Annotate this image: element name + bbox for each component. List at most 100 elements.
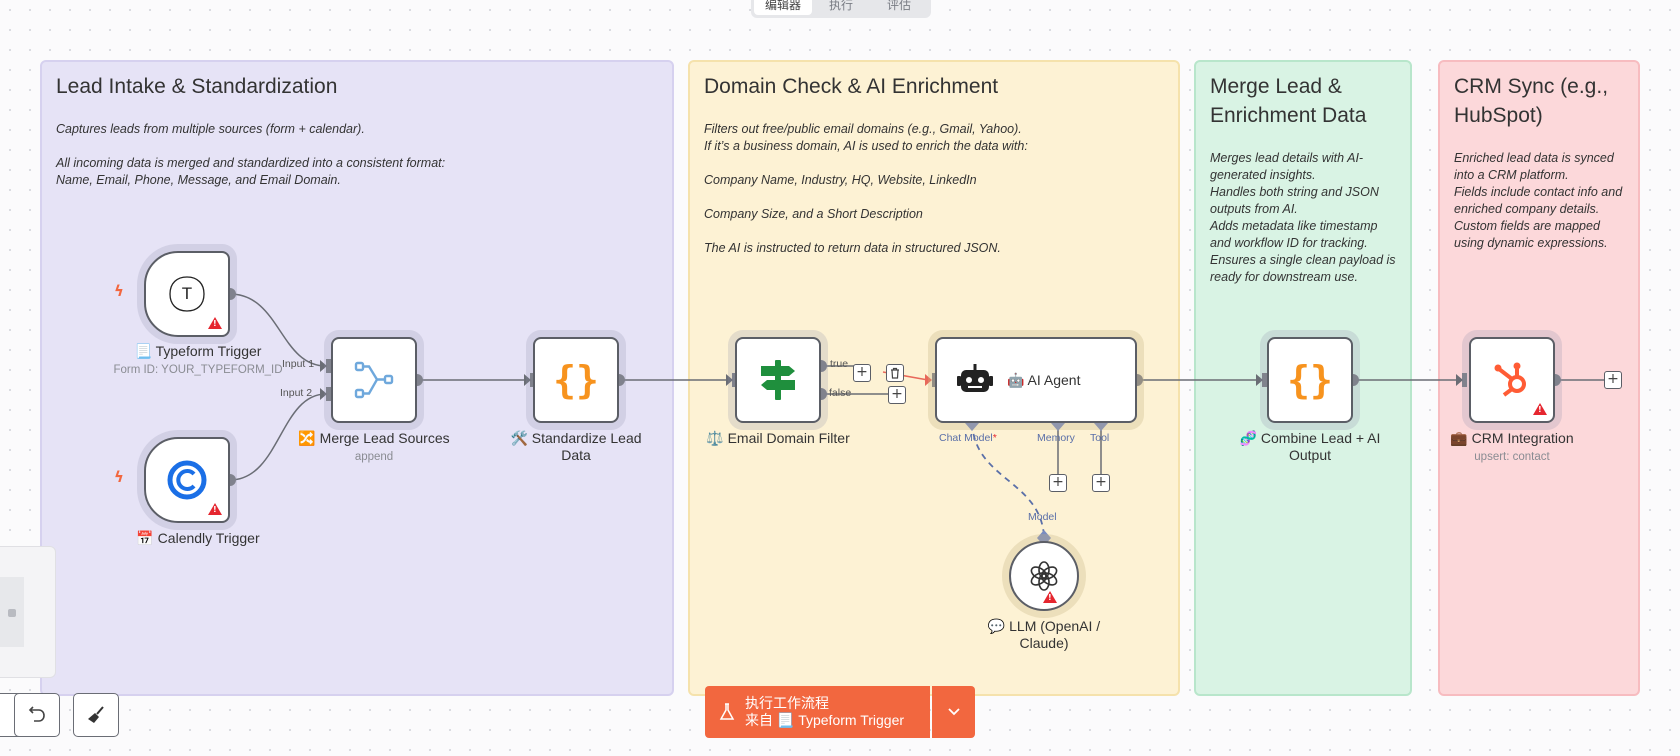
desc-line: Handles both string and JSON outputs fro… [1210,185,1379,216]
input-handle[interactable] [326,387,331,401]
tidy-up-button[interactable] [73,693,119,737]
bolt-icon: ϟ [114,282,124,300]
openai-icon [1030,561,1058,591]
node-label: 🛠️ Standardize Lead Data [510,430,642,463]
port-label-chat-model: Chat Model* [939,432,997,444]
execute-workflow-text: 执行工作流程 来自 📃 Typeform Trigger [745,695,904,729]
warning-icon [208,503,222,515]
typeform-icon-letter: T [181,284,193,303]
node-label: 🧬 Combine Lead + AI Output [1239,430,1381,463]
tab-evaluations[interactable]: 评估 [886,0,911,12]
desc-line: Captures leads from multiple sources (fo… [56,122,365,136]
execute-workflow-button[interactable]: 执行工作流程 来自 📃 Typeform Trigger [705,686,930,738]
add-memory-button[interactable]: + [1049,474,1067,492]
input-handle[interactable] [932,373,937,387]
plus-icon: + [891,386,903,402]
node-calendly-trigger[interactable] [144,437,230,523]
port-label-false: false [829,387,852,399]
sticky-description: Enriched lead data is synced into a CRM … [1454,150,1624,252]
broom-icon [88,706,104,723]
node-label: 📅 Calendly Trigger [136,530,260,546]
plus-icon: + [1607,371,1619,387]
input-handle[interactable] [530,373,535,387]
desc-line: Merges lead details with AI-generated in… [1210,151,1364,182]
minimap-dot [8,609,16,617]
node-combine-lead-ai[interactable]: {} [1267,337,1353,423]
sticky-title: Domain Check & AI Enrichment [704,75,999,98]
desc-line: Name, Email, Phone, Message, and Email D… [56,173,341,187]
plus-icon: + [1052,474,1064,490]
execute-workflow-source: 来自 📃 Typeform Trigger [745,712,905,728]
desc-line: Ensures a single clean payload is ready … [1210,253,1396,284]
warning-icon [1043,591,1057,603]
signpost-icon [761,360,795,400]
node-sublabel: Form ID: YOUR_TYPEFORM_ID [113,364,283,376]
node-email-domain-filter[interactable] [735,337,821,423]
sticky-merge-data[interactable]: Merge Lead & Enrichment Data Merges lead… [1194,60,1412,696]
desc-line: Filters out free/public email domains (e… [704,122,1022,136]
warning-icon [208,317,222,329]
sticky-title: Lead Intake & Standardization [56,75,338,98]
execute-workflow-title: 执行工作流程 [745,695,829,711]
sticky-description: Filters out free/public email domains (e… [704,121,1164,257]
robot-icon [957,364,993,392]
sticky-title: Merge Lead & Enrichment Data [1210,75,1367,127]
desc-line: All incoming data is merged and standard… [56,156,446,170]
typeform-icon [169,276,205,312]
node-label: ⚖️ Email Domain Filter [706,430,850,446]
desc-line: Fields include contact info and enriched… [1454,185,1623,216]
connection-typeform-merge[interactable] [229,293,327,367]
port-label-input1: Input 1 [282,358,315,370]
connection-calendly-merge[interactable] [229,393,327,481]
trash-icon [891,367,899,379]
node-label: 🤖 AI Agent [1007,371,1081,388]
view-tabs: 编辑器 执行 评估 [751,0,931,18]
desc-line: Adds metadata like timestamp and workflo… [1210,219,1378,250]
desc-line: Company Size, and a Short Description [704,207,923,221]
node-label: 📃 Typeform Trigger [134,343,262,359]
sticky-description: Captures leads from multiple sources (fo… [56,121,658,189]
node-sublabel: append [354,451,394,463]
input-handle[interactable] [732,373,737,387]
node-standardize-lead-data[interactable]: {} [533,337,619,423]
plus-icon: + [856,364,868,380]
connection-model-agent[interactable] [971,422,1045,537]
node-merge-lead-sources[interactable] [331,337,417,423]
tab-editor[interactable]: 编辑器 [754,0,812,15]
merge-icon [354,361,394,399]
desc-line: Custom fields are mapped using dynamic e… [1454,219,1608,250]
sticky-description: Merges lead details with AI-generated in… [1210,150,1396,286]
input-handle[interactable] [326,359,331,373]
port-label-memory: Memory [1037,432,1075,444]
add-node-false-button[interactable]: + [888,386,906,404]
undo-button[interactable] [14,693,60,737]
add-node-button[interactable]: + [853,364,871,382]
node-llm[interactable] [1009,541,1079,611]
flask-icon [719,703,735,720]
port-label-input2: Input 2 [280,387,313,399]
sticky-title: CRM Sync (e.g., HubSpot) [1454,75,1609,127]
desc-line: If it’s a business domain, AI is used to… [704,139,1028,153]
delete-connection-button[interactable] [886,364,904,382]
input-handle[interactable] [1462,373,1467,387]
code-braces-icon: {} [1287,358,1333,402]
add-node-end-button[interactable]: + [1604,371,1622,389]
bolt-icon: ϟ [114,468,124,486]
node-typeform-trigger[interactable]: T [144,251,230,337]
desc-line: The AI is instructed to return data in s… [704,241,1001,255]
input-handle[interactable] [1262,373,1267,387]
warning-icon [1533,403,1547,415]
add-tool-button[interactable]: + [1092,474,1110,492]
tab-executions[interactable]: 执行 [828,0,853,12]
port-label-text: Chat Model [939,432,993,444]
minimap-panel[interactable] [0,546,56,678]
node-label: 💼 CRM Integration [1450,430,1574,446]
node-ai-agent[interactable]: 🤖 AI Agent [935,337,1137,423]
node-crm-integration[interactable] [1469,337,1555,423]
chevron-down-icon [947,708,960,716]
desc-line: Company Name, Industry, HQ, Website, Lin… [704,173,977,187]
execute-workflow-dropdown[interactable] [932,686,975,738]
node-label: 💬 LLM (OpenAI / Claude) [987,618,1101,651]
port-label-true: true [830,358,849,370]
